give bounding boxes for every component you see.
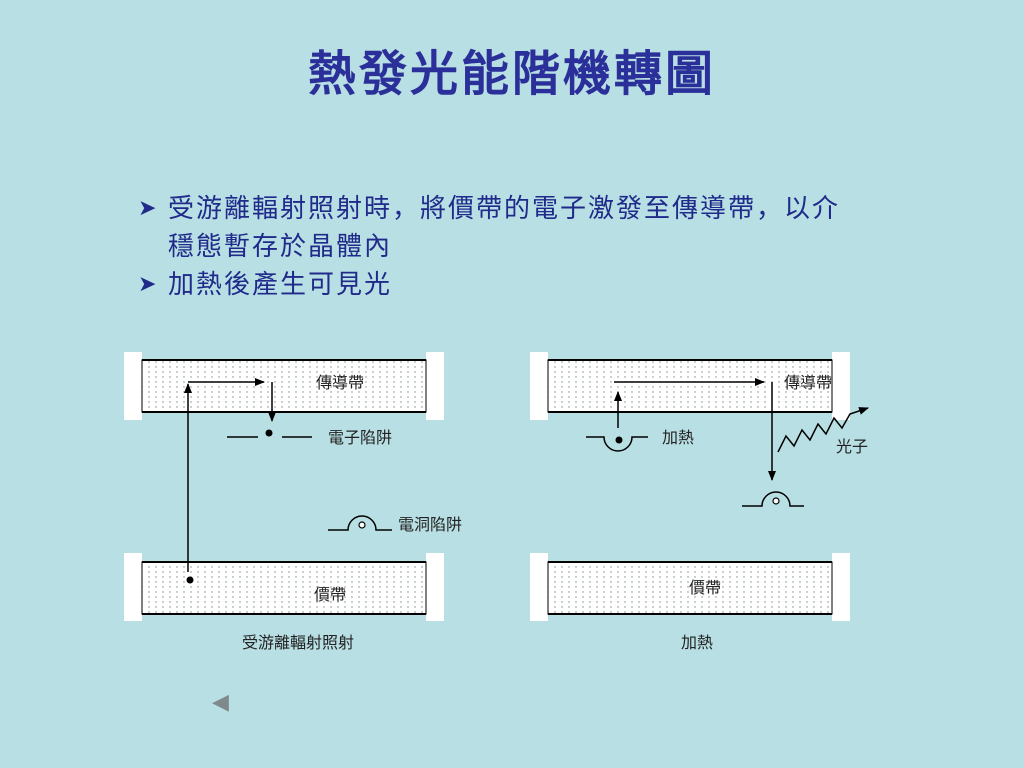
right-electron-trap: 加熱 [586,428,694,452]
right-conduction-band: 傳導帶 [530,352,850,420]
left-conduction-band: 傳導帶 [124,352,444,420]
bullet-arrow-icon: ➤ [138,272,157,297]
bullet-list: ➤ 受游離輻射照射時，將價帶的電子激發至傳導帶，以介穩態暫存於晶體內 ➤ 加熱後… [138,190,858,304]
right-conduction-band-label: 傳導帶 [784,373,832,392]
trapped-electron-dot [265,429,273,437]
left-valence-band: 價帶 [124,553,444,621]
slide-title: 熱發光能階機轉圖 [307,46,716,102]
electron-trap-label: 電子陷阱 [328,428,392,447]
hole-trap: 電洞陷阱 [328,515,462,534]
electron-trap: 電子陷阱 [227,428,392,447]
previous-slide-icon[interactable]: ◀ [212,690,229,715]
right-valence-band-label: 價帶 [689,578,721,597]
excitation-arrow [184,378,276,572]
left-panel: 傳導帶 價帶 電子陷阱 電洞陷阱 [124,352,462,652]
right-caption: 加熱 [681,633,713,652]
bullet-item-2: ➤ 加熱後產生可見光 [138,266,858,304]
release-arrow [614,378,776,481]
left-caption: 受游離輻射照射 [242,633,354,652]
trapped-electron-dot [615,436,623,444]
photon-emission: 光子 [777,407,869,456]
right-panel: 傳導帶 價帶 加熱 光子 [530,352,869,652]
bullet-item-1: ➤ 受游離輻射照射時，將價帶的電子激發至傳導帶，以介穩態暫存於晶體內 [138,190,858,266]
hole-trap-label: 電洞陷阱 [398,515,462,534]
right-hole-trap [742,491,804,507]
bullet-arrow-icon: ➤ [138,196,157,221]
left-conduction-band-label: 傳導帶 [316,373,364,392]
right-valence-band: 價帶 [530,553,850,621]
left-valence-band-label: 價帶 [314,585,346,604]
valence-hole-dot [186,576,194,584]
photon-label: 光子 [836,437,868,456]
heating-label: 加熱 [662,428,694,447]
bullet-text-2: 加熱後產生可見光 [168,270,393,300]
bullet-text-1: 受游離輻射照射時，將價帶的電子激發至傳導帶，以介穩態暫存於晶體內 [168,194,841,262]
